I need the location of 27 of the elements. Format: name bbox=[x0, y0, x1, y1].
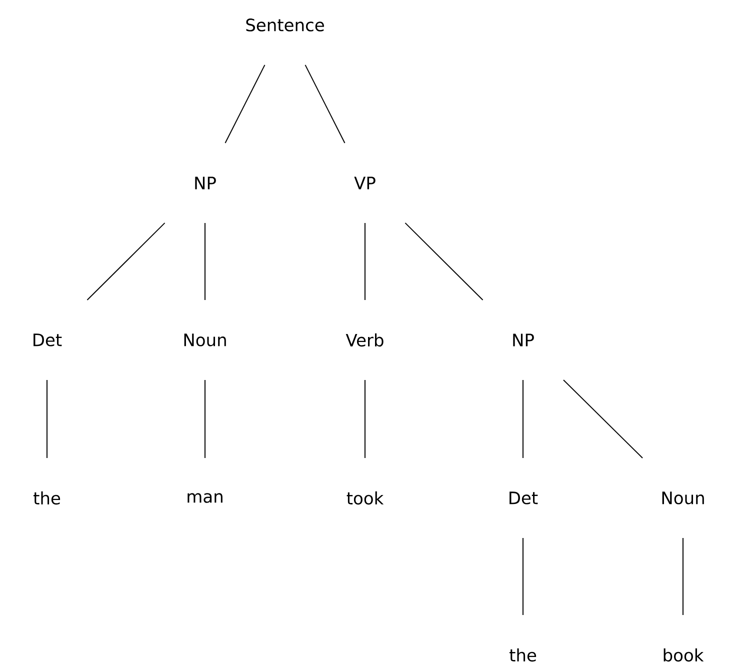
tree-label: Det bbox=[34, 334, 62, 346]
tree-label: Sentence bbox=[246, 18, 324, 32]
tree-branch bbox=[224, 64, 266, 144]
tree-label: Det bbox=[510, 492, 538, 504]
tree-label: man bbox=[188, 493, 222, 503]
tree-label: book bbox=[664, 648, 704, 662]
tree-branch bbox=[46, 380, 48, 458]
tree-branch bbox=[86, 222, 166, 301]
tree-branch bbox=[522, 538, 524, 616]
tree-branch bbox=[563, 379, 644, 459]
tree-branch bbox=[522, 380, 524, 458]
tree-label: NP bbox=[513, 334, 534, 346]
tree-branch bbox=[682, 538, 684, 616]
tree-branch bbox=[304, 64, 346, 144]
tree-branch bbox=[364, 222, 366, 300]
tree-label: Verb bbox=[346, 333, 384, 347]
tree-branch bbox=[364, 380, 366, 458]
tree-branch bbox=[204, 222, 206, 300]
tree-label: the bbox=[34, 491, 60, 505]
tree-branch bbox=[404, 222, 484, 301]
tree-label: the bbox=[510, 648, 536, 662]
tree-branch bbox=[204, 380, 206, 458]
tree-label: NP bbox=[195, 176, 216, 190]
tree-label: Noun bbox=[662, 492, 704, 504]
tree-label: took bbox=[346, 491, 384, 505]
tree-label: VP bbox=[354, 176, 376, 190]
tree-label: Noun bbox=[184, 334, 226, 346]
